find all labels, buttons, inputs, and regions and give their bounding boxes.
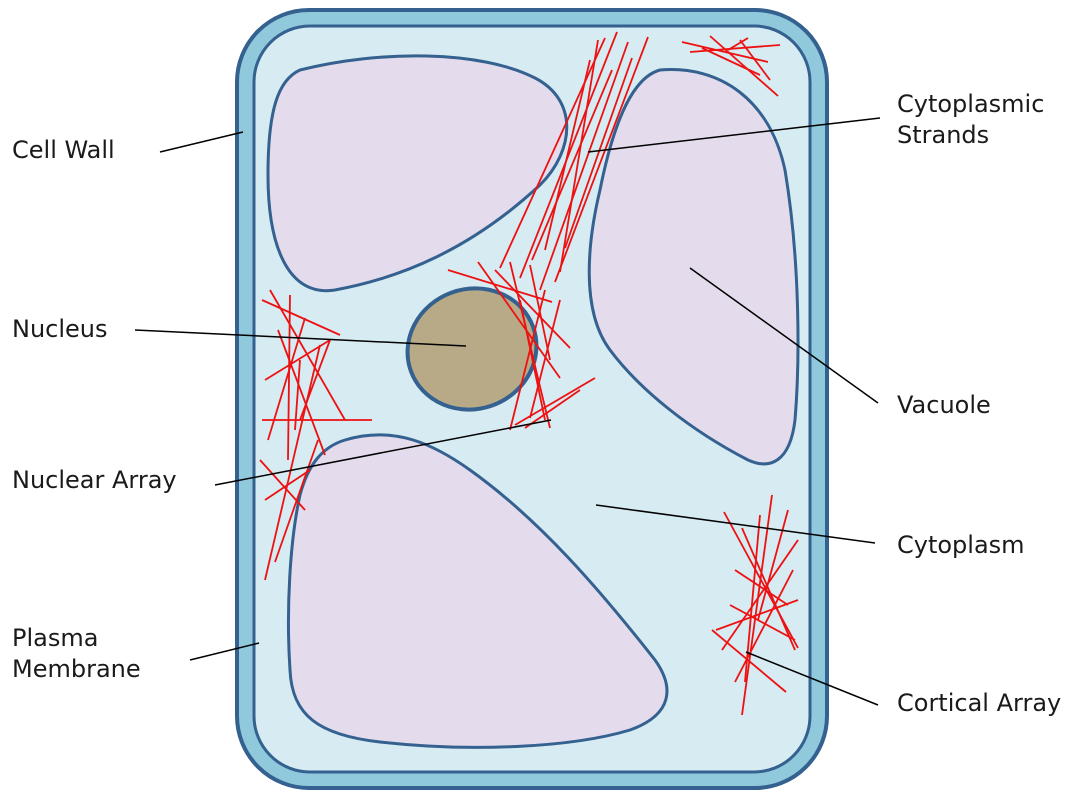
label-nuclear-array: Nuclear Array: [12, 465, 177, 496]
label-cytoplasmic-strands-line1: Cytoplasmic: [897, 89, 1044, 120]
label-plasma-membrane-line2: Membrane: [12, 654, 141, 685]
label-nucleus: Nucleus: [12, 314, 108, 345]
label-cortical-array: Cortical Array: [897, 688, 1061, 719]
label-vacuole: Vacuole: [897, 390, 991, 421]
label-plasma-membrane: Plasma Membrane: [12, 623, 141, 685]
label-plasma-membrane-line1: Plasma: [12, 623, 141, 654]
label-cytoplasmic-strands-line2: Strands: [897, 120, 1044, 151]
leader-cell-wall: [160, 132, 243, 152]
label-cell-wall: Cell Wall: [12, 135, 115, 166]
label-cytoplasmic-strands: Cytoplasmic Strands: [897, 89, 1044, 151]
label-cytoplasm: Cytoplasm: [897, 530, 1025, 561]
